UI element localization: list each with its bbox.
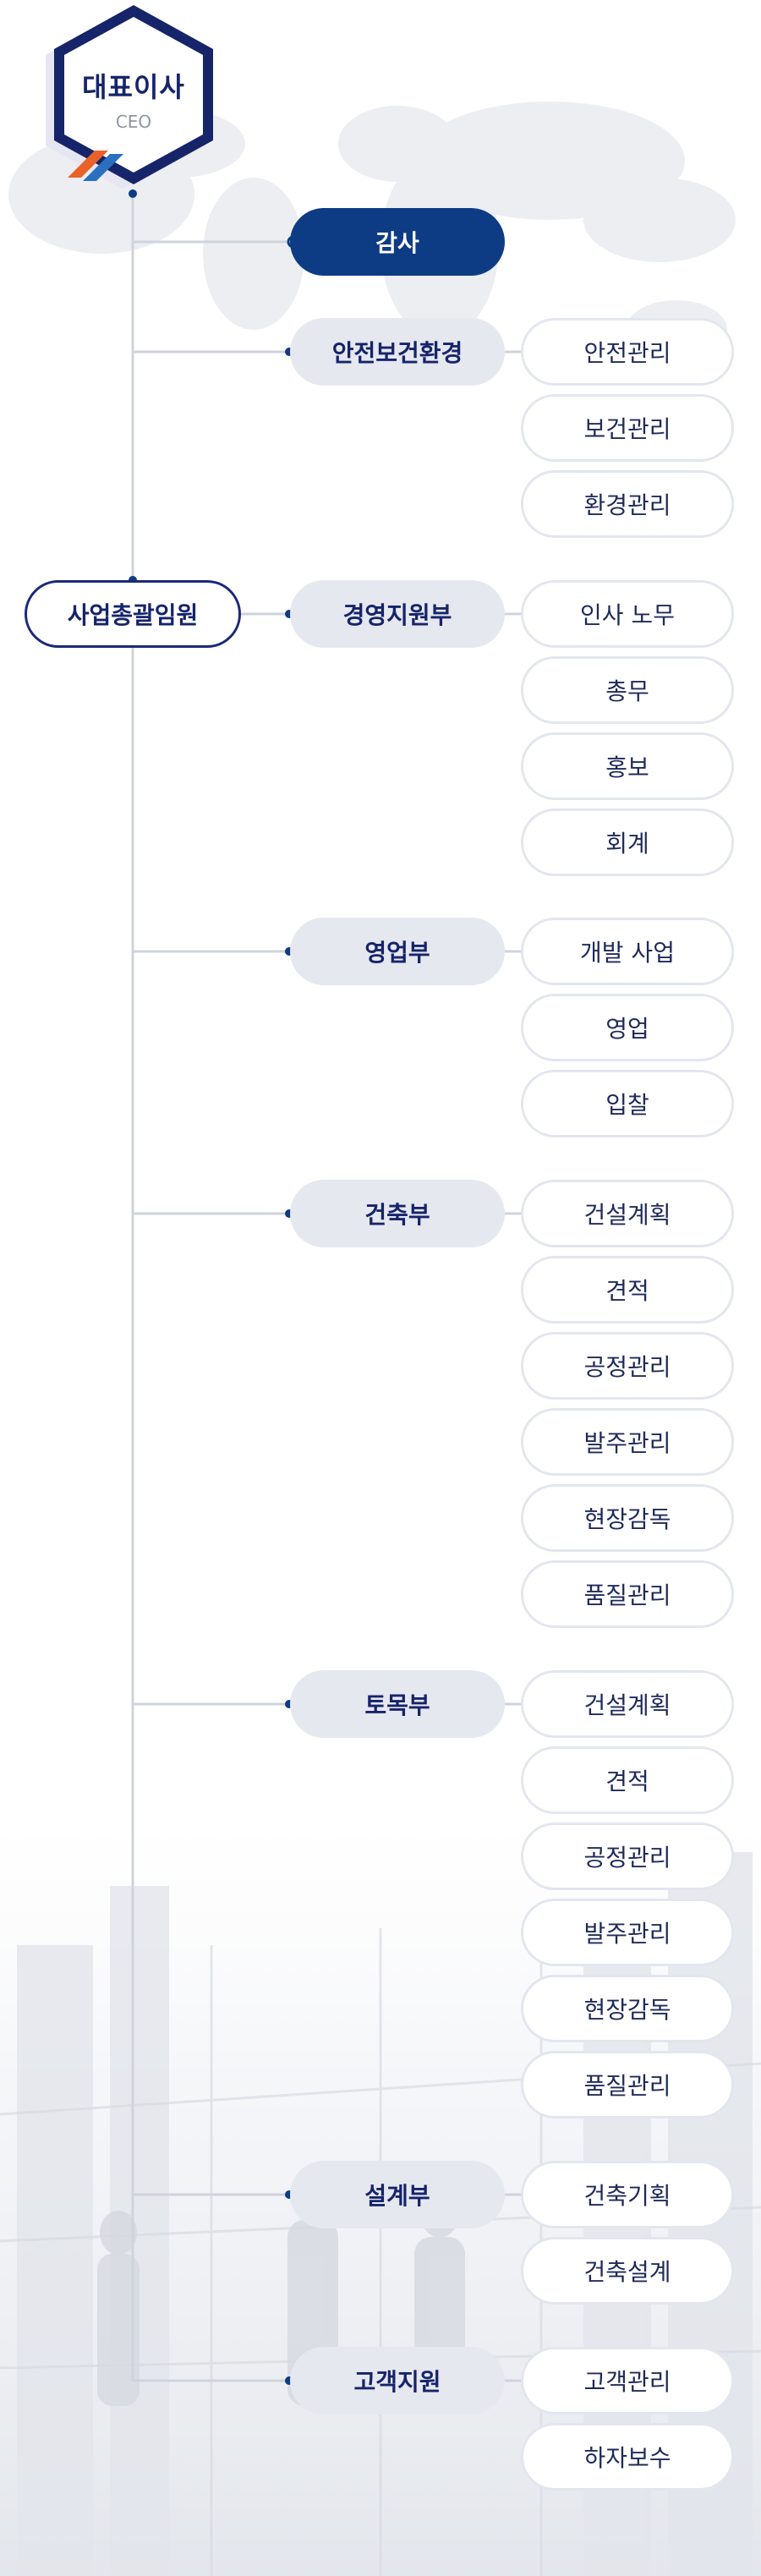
ceo-badge: 대표이사 CEO <box>46 0 222 196</box>
sub-department-node: 홍보 <box>521 732 734 800</box>
ceo-subtitle: CEO <box>115 112 152 132</box>
sub-department-node: 안전관리 <box>521 318 734 386</box>
sub-department-node: 영업 <box>521 994 734 1061</box>
sub-department-node: 건축기획 <box>521 2161 734 2228</box>
sub-department-node: 입찰 <box>521 1070 734 1137</box>
sub-department-node: 건축설계 <box>521 2237 734 2305</box>
department-node: 설계부 <box>290 2161 505 2228</box>
sub-department-node: 환경관리 <box>521 470 734 538</box>
sub-department-node: 하자보수 <box>521 2423 734 2491</box>
sub-department-node: 개발 사업 <box>521 918 734 985</box>
audit-node: 감사 <box>290 208 505 276</box>
accent-stripe-orange <box>68 151 108 178</box>
hexagon-icon <box>46 5 213 189</box>
sub-department-node: 견적 <box>521 1746 734 1814</box>
ceo-connector-dot <box>129 189 137 198</box>
world-map-watermark <box>8 101 736 359</box>
department-node: 경영지원부 <box>290 580 505 648</box>
sub-department-node: 발주관리 <box>521 1408 734 1476</box>
sub-department-node: 회계 <box>521 808 734 876</box>
department-node: 건축부 <box>290 1180 505 1247</box>
sub-department-node: 인사 노무 <box>521 580 734 648</box>
accent-stripe-blue <box>83 154 123 181</box>
executive-node: 사업총괄임원 <box>25 580 241 648</box>
sub-department-node: 현장감독 <box>521 1975 734 2042</box>
ceo-title: 대표이사 <box>82 71 185 103</box>
department-node: 토목부 <box>290 1670 505 1738</box>
sub-department-node: 현장감독 <box>521 1484 734 1552</box>
sub-department-node: 품질관리 <box>521 2051 734 2118</box>
sub-department-node: 보건관리 <box>521 394 734 462</box>
department-node: 고객지원 <box>290 2347 505 2414</box>
sub-department-node: 발주관리 <box>521 1899 734 1966</box>
sub-department-node: 공정관리 <box>521 1822 734 1890</box>
sub-department-node: 품질관리 <box>521 1560 734 1628</box>
sub-department-node: 견적 <box>521 1256 734 1324</box>
sub-department-node: 고객관리 <box>521 2347 734 2414</box>
sub-department-node: 총무 <box>521 656 734 724</box>
department-node: 안전보건환경 <box>290 318 505 386</box>
sub-department-node: 건설계획 <box>521 1670 734 1738</box>
sub-department-node: 공정관리 <box>521 1332 734 1400</box>
sub-department-node: 건설계획 <box>521 1180 734 1247</box>
department-node: 영업부 <box>290 918 505 985</box>
